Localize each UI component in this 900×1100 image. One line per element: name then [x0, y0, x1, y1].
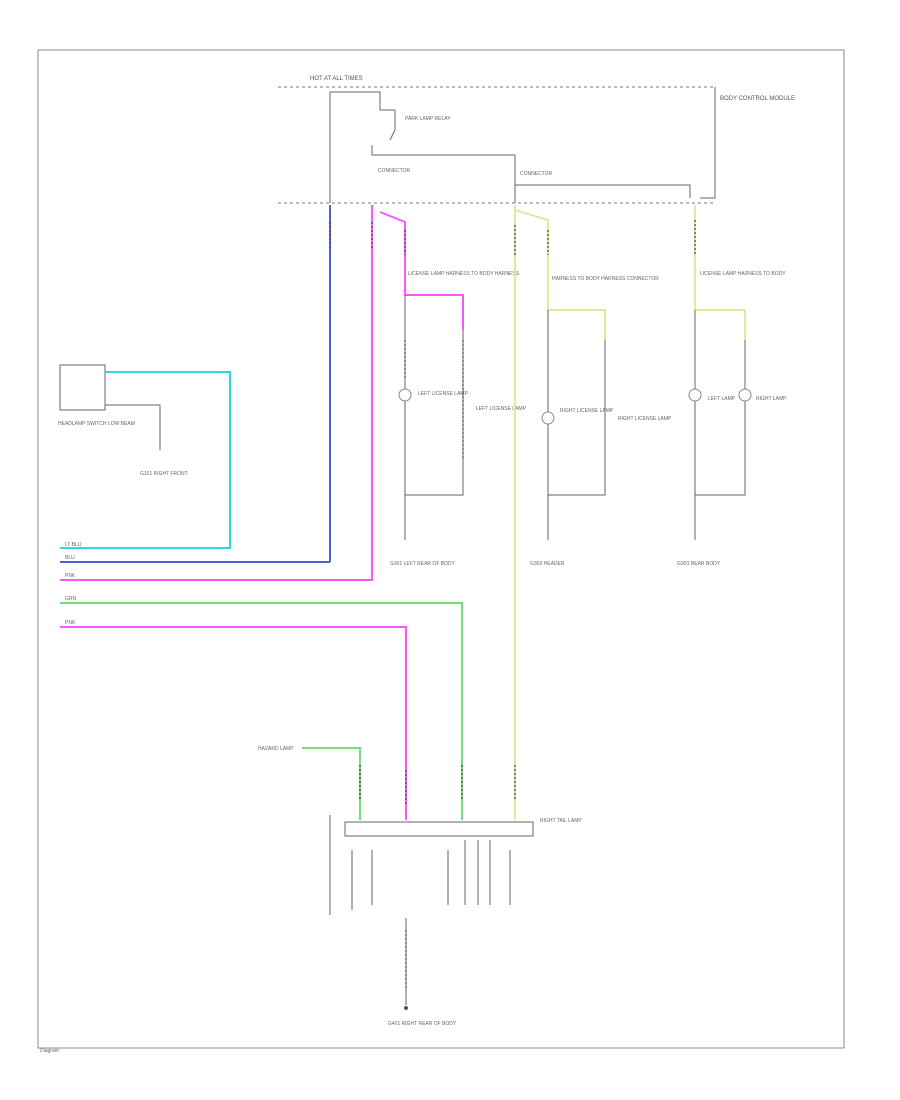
wire-blu-label: BLU: [65, 555, 75, 561]
relay-label: PARK LAMP RELAY: [405, 116, 451, 122]
fuse-block-label: HOT AT ALL TIMES: [310, 76, 363, 82]
tail-lamp-block: [344, 821, 534, 837]
switch-ground-label: G101 RIGHT FRONT: [140, 471, 188, 477]
bottom-ground-icon: [404, 1006, 408, 1010]
module-label: BODY CONTROL MODULE: [720, 96, 795, 102]
bottom-ground-label: G401 RIGHT REAR OF BODY: [388, 1021, 457, 1027]
footer-label: Diagram: [40, 1048, 59, 1054]
right-lamp-bulb-1-icon: [688, 388, 702, 402]
relay-switch: [389, 110, 396, 141]
left-lamp-2-label: LEFT LICENSE LAMP: [476, 406, 527, 412]
switch-label: HEADLAMP SWITCH LOW BEAM: [58, 421, 135, 427]
switch-ground-wire: [105, 404, 161, 450]
diagram-border: [37, 49, 845, 1049]
wire-lightblue: [60, 371, 231, 549]
wire-lt-blu-label: LT BLU: [65, 542, 82, 548]
right-lamp-bulb-2-icon: [738, 388, 752, 402]
right-lamp-2-label: RIGHT LAMP: [756, 396, 787, 402]
right-lamp-1-label: LEFT LAMP: [708, 396, 736, 402]
switch-box: [59, 364, 106, 411]
wire-yellow-mid-lamps: [514, 209, 606, 340]
mid-lamp-2-label: RIGHT LICENSE LAMP: [618, 416, 672, 422]
left-lamp-bulb-icon: [398, 388, 412, 402]
wire-pnk-label: PNK: [65, 573, 76, 579]
internal-line-a: [371, 145, 516, 203]
wire-left-lamps-label: LICENSE LAMP HARNESS TO BODY HARNESS: [408, 271, 520, 277]
mid-lamp-loop: [547, 310, 606, 496]
wire-pnk2-label: PNK: [65, 620, 76, 626]
left-lamp-1-label: LEFT LICENSE LAMP: [418, 391, 469, 397]
conn-left-label: CONNECTOR: [378, 168, 411, 174]
wire-pink-vertical: [60, 205, 373, 581]
relay-wire: [330, 91, 395, 111]
wire-grn-label: GRN: [65, 596, 77, 602]
wire-right-lamps-label: LICENSE LAMP HARNESS TO BODY: [700, 271, 786, 277]
conn-mid-label: CONNECTOR: [520, 171, 553, 177]
mid-lamp-1-label: RIGHT LICENSE LAMP: [560, 408, 614, 414]
wire-green-hazard: [302, 747, 361, 820]
mid-ground-label: G302 HEADER: [530, 561, 565, 567]
wire-mid-lamps-label: HARNESS TO BODY HARNESS CONNECTOR: [552, 276, 659, 282]
mid-lamp-bulb-icon: [541, 411, 555, 425]
wire-green: [60, 602, 463, 820]
wire-yellow-right-lamps: [694, 205, 746, 340]
wire-pink-bottom: [60, 626, 407, 820]
module-outline: [700, 87, 716, 199]
right-lamp-loop: [694, 310, 746, 496]
right-ground-label: G303 REAR BODY: [677, 561, 721, 567]
left-ground-label: G301 LEFT REAR OF BODY: [390, 561, 456, 567]
internal-line-b: [515, 184, 691, 198]
hazard-label: HAZARD LAMP: [258, 746, 294, 752]
tail-lamp-label: RIGHT TAIL LAMP: [540, 818, 582, 824]
